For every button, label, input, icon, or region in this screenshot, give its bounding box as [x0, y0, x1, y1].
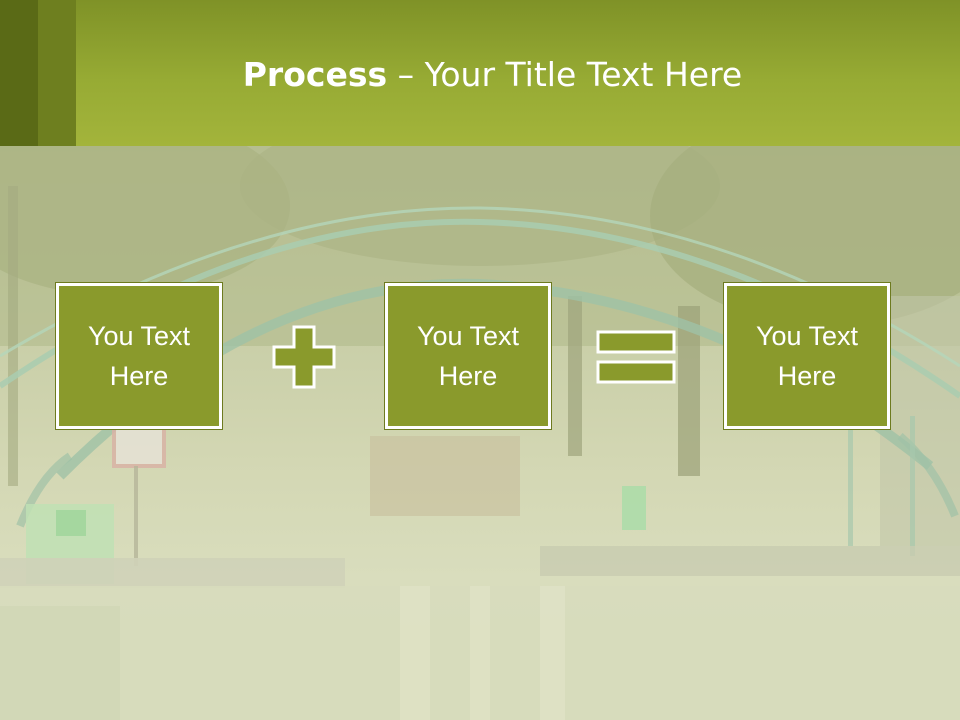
plus-icon [272, 325, 336, 389]
background-photo [0, 146, 960, 720]
title-bold: Process [242, 55, 388, 94]
canal-bridge-illustration [0, 146, 960, 720]
process-box-1-text: You Text Here [87, 321, 191, 391]
header-accent-strip [0, 0, 38, 146]
process-box-3[interactable]: You Text Here [723, 282, 891, 430]
process-box-3-text: You Text Here [755, 321, 859, 391]
header-accent-strip [38, 0, 76, 146]
process-box-2-text: You Text Here [416, 321, 520, 391]
slide-title: Process – Your Title Text Here [0, 52, 960, 98]
equals-icon [596, 330, 676, 384]
process-box-1[interactable]: You Text Here [55, 282, 223, 430]
title-rest: – Your Title Text Here [387, 55, 743, 94]
process-box-2[interactable]: You Text Here [384, 282, 552, 430]
header-bar: Process – Your Title Text Here [0, 0, 960, 146]
